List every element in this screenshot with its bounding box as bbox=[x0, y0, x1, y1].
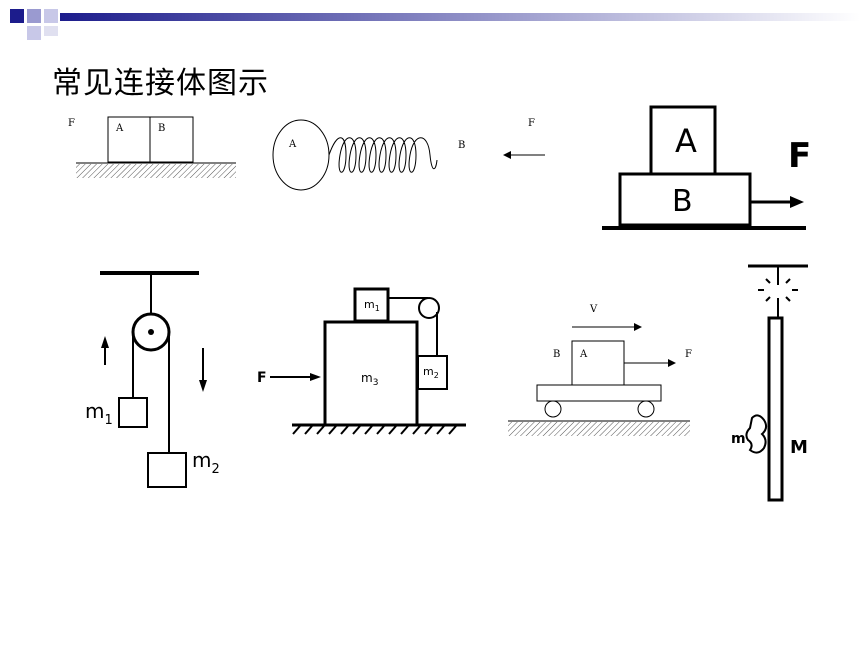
pulley bbox=[418, 297, 440, 319]
label-M: M bbox=[790, 437, 808, 458]
diagram-stacked-blocks: A B F bbox=[602, 105, 811, 230]
pole-M bbox=[767, 316, 784, 502]
diagram-block-on-cart: V B A F bbox=[508, 304, 692, 436]
block-a bbox=[107, 116, 151, 163]
mass-m1 bbox=[118, 397, 148, 428]
diagram-block-pulley-system: m3 m1 m2 F bbox=[257, 287, 466, 435]
ball-a bbox=[272, 119, 330, 191]
ground-hatch bbox=[508, 422, 690, 436]
block-b bbox=[149, 116, 194, 163]
label-f: F bbox=[788, 136, 811, 176]
block-m2 bbox=[417, 355, 448, 390]
diagram-ball-spring: A B F bbox=[272, 118, 545, 191]
label-b: B bbox=[672, 184, 693, 219]
label-a: A bbox=[115, 123, 124, 134]
label-f: F bbox=[685, 349, 692, 360]
label-b: B bbox=[458, 140, 465, 151]
svg-text:m3: m3 bbox=[361, 371, 378, 388]
diagram-monkey-on-pole: M m bbox=[731, 264, 808, 502]
label-m: m bbox=[731, 431, 746, 447]
mass-m2 bbox=[147, 452, 187, 488]
diagram-atwood-machine: m1 m2 bbox=[85, 271, 220, 488]
break-mark bbox=[758, 278, 798, 302]
block-a bbox=[571, 340, 625, 386]
label-a: A bbox=[288, 139, 297, 150]
wheel-right bbox=[637, 400, 655, 418]
svg-text:m2: m2 bbox=[192, 448, 220, 477]
diagram-blocks-on-floor: F A B bbox=[68, 116, 236, 178]
header-decoration bbox=[10, 9, 860, 40]
label-b: B bbox=[553, 349, 560, 360]
label-f: F bbox=[257, 370, 267, 386]
monkey-m bbox=[745, 414, 768, 454]
block-b bbox=[618, 172, 752, 227]
slide-title: 常见连接体图示 bbox=[52, 66, 269, 101]
block-m1 bbox=[353, 287, 390, 323]
svg-text:m1: m1 bbox=[364, 298, 380, 313]
label-a: A bbox=[579, 349, 588, 360]
label-v: V bbox=[589, 304, 598, 315]
wheel-left bbox=[544, 400, 562, 418]
svg-text:m2: m2 bbox=[423, 365, 439, 380]
cart bbox=[536, 384, 662, 402]
label-f: F bbox=[68, 118, 75, 129]
svg-text:m1: m1 bbox=[85, 399, 113, 428]
block-a bbox=[649, 105, 717, 176]
ground-hatch bbox=[76, 164, 236, 178]
label-a: A bbox=[675, 122, 697, 160]
label-f: F bbox=[528, 118, 535, 129]
label-b: B bbox=[158, 123, 165, 134]
spring bbox=[328, 137, 438, 173]
